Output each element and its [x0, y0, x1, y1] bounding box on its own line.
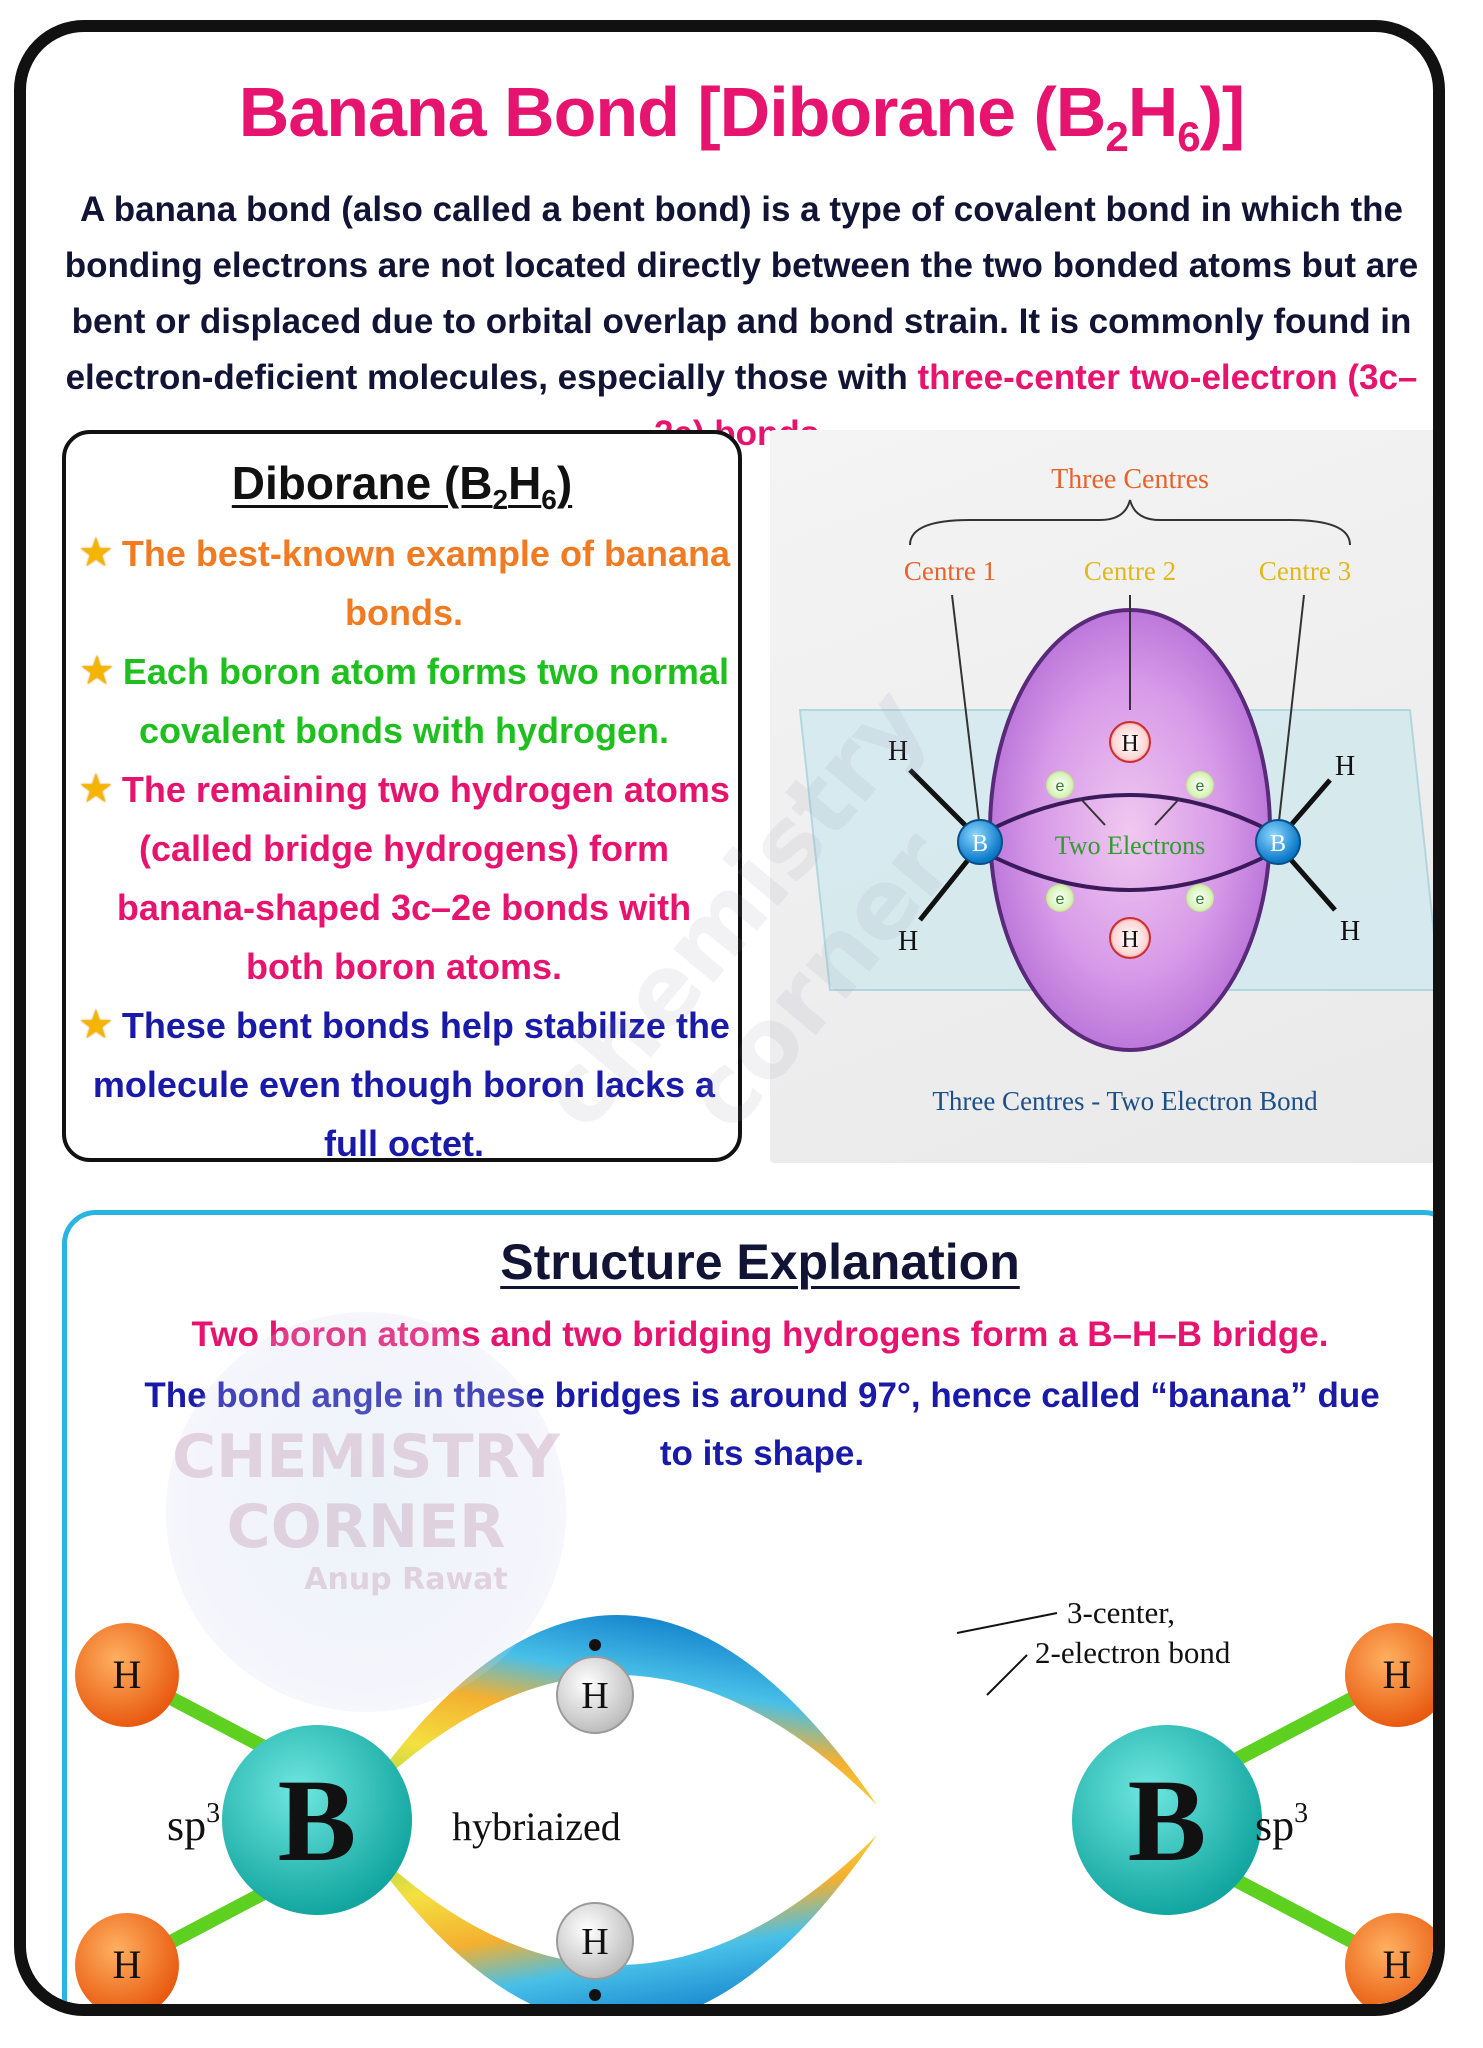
upper-bond-arc [979, 793, 1279, 837]
point-best-known: ★The best-known example of banana bonds. [76, 524, 732, 642]
diborane-heading: Diborane (B2H6) [231, 457, 573, 516]
page-frame: Banana Bond [Diborane (B2H6)] A banana b… [14, 20, 1445, 2016]
structure-line2: The bond angle in these bridges is aroun… [144, 1376, 1380, 1473]
big-b-label-right: B [1128, 1755, 1207, 1886]
star-icon: ★ [78, 531, 114, 575]
h-top-left-label: H [113, 1652, 142, 1697]
diborane-card: Diborane (B2H6) ★The best-known example … [62, 430, 742, 1164]
lower-bond-arc [979, 848, 1279, 892]
bridge-h-atom-top-label: H [581, 1675, 608, 1717]
h-label-top-left: H [888, 736, 908, 767]
big-b-label-left: B [278, 1755, 357, 1886]
centre1-label: Centre 1 [904, 556, 996, 586]
h-bottom-left-label: H [113, 1942, 142, 1987]
bridge-h-atom-top [556, 1656, 634, 1734]
two-electrons-label: Two Electrons [1055, 831, 1206, 860]
lower-banana-bond [357, 1835, 877, 2004]
point-normal-bonds: ★Each boron atom forms two normal covale… [76, 642, 732, 760]
arrow-centre3 [1277, 594, 1305, 831]
electron-1 [1046, 771, 1074, 799]
h-top-right-label: H [1383, 1652, 1412, 1697]
bond-label-pointer-2 [986, 1654, 1028, 1696]
star-icon: ★ [79, 649, 115, 693]
diagram1-caption: Three Centres - Two Electron Bond [932, 1086, 1318, 1116]
h-bottom-right-label: H [1383, 1942, 1412, 1987]
structure-line1: Two boron atoms and two bridging hydroge… [191, 1315, 1329, 1354]
h-atom-bottom-right [1345, 1913, 1433, 2004]
h-atom-top-right [1345, 1623, 1433, 1727]
boron-atom-big-right [1072, 1725, 1262, 1915]
electron-1-label: e [1056, 778, 1065, 795]
centre2-label: Centre 2 [1084, 556, 1176, 586]
boron-atom-big-left [222, 1725, 412, 1915]
b-label-right: B [1270, 831, 1286, 857]
h-label-bottom-left: H [898, 926, 918, 957]
bridge-h-top-label: H [1121, 731, 1138, 757]
bond-label-line1: 3-center, [1067, 1595, 1175, 1630]
h-atom-top-left [75, 1623, 179, 1727]
intro-paragraph: A banana bond (also called a bent bond) … [56, 182, 1427, 462]
star-icon: ★ [78, 767, 114, 811]
electron-3-label: e [1056, 891, 1065, 908]
hybridized-label: hybriaized [452, 1804, 621, 1849]
bond-label-pointer-1 [956, 1612, 1058, 1634]
page-title: Banana Bond [Diborane (B2H6)] [238, 73, 1245, 160]
brace-shape [909, 499, 1351, 546]
point-stabilize: ★These bent bonds help stabilize the mol… [76, 996, 732, 1173]
electron-4-label: e [1196, 891, 1205, 908]
electron-2-label: e [1196, 778, 1205, 795]
sp3-label-right: sp3 [1255, 1798, 1308, 1850]
arrow-electron-right [1154, 797, 1181, 826]
electron-2 [1186, 771, 1214, 799]
centre3-label: Centre 3 [1259, 556, 1351, 586]
three-centres-label: Three Centres [1051, 464, 1209, 495]
sp3-label-left: sp3 [167, 1798, 220, 1850]
boron-atom-left [957, 819, 1003, 865]
structure-card: Structure Explanation Two boron atoms an… [62, 1210, 1433, 2004]
electron-dot-bottom [589, 1989, 601, 2001]
three-centre-svg: Three Centres Centre 1 Centre 2 Centre 3… [798, 464, 1433, 1116]
h-atom-bottom-left [75, 1913, 179, 2004]
banana-bond-diagram: B B H H H H H H sp3 sp3 hybria [67, 1505, 1433, 2004]
bond-label-line2: 2-electron bond [1035, 1635, 1231, 1670]
structure-heading: Structure Explanation [500, 1234, 1020, 1290]
b-label-left: B [972, 831, 988, 857]
diborane-points: ★The best-known example of banana bonds.… [76, 524, 732, 1173]
boron-atom-right [1255, 819, 1301, 865]
bridge-h-bottom [1109, 917, 1151, 959]
bridge-h-atom-bottom [556, 1902, 634, 1980]
bridge-h-bottom-label: H [1121, 927, 1138, 953]
arrow-centre1 [951, 594, 981, 831]
three-centre-diagram: Three Centres Centre 1 Centre 2 Centre 3… [770, 430, 1433, 1163]
electron-dot-top [589, 1639, 601, 1651]
arrow-electron-left [1079, 797, 1106, 826]
banana-bond-svg: B B H H H H H H sp3 sp3 hybria [75, 1595, 1433, 2004]
bridge-h-top [1109, 721, 1151, 763]
h-label-bottom-right: H [1340, 916, 1360, 947]
star-icon: ★ [78, 1003, 114, 1047]
h-label-top-right: H [1335, 751, 1355, 782]
upper-banana-bond [357, 1615, 877, 1805]
electron-3 [1046, 884, 1074, 912]
bridge-h-atom-bottom-label: H [581, 1921, 608, 1963]
electron-4 [1186, 884, 1214, 912]
intro-text: A banana bond (also called a bent bond) … [64, 190, 1419, 397]
point-bridge-hydrogens: ★The remaining two hydrogen atoms (calle… [76, 760, 732, 996]
